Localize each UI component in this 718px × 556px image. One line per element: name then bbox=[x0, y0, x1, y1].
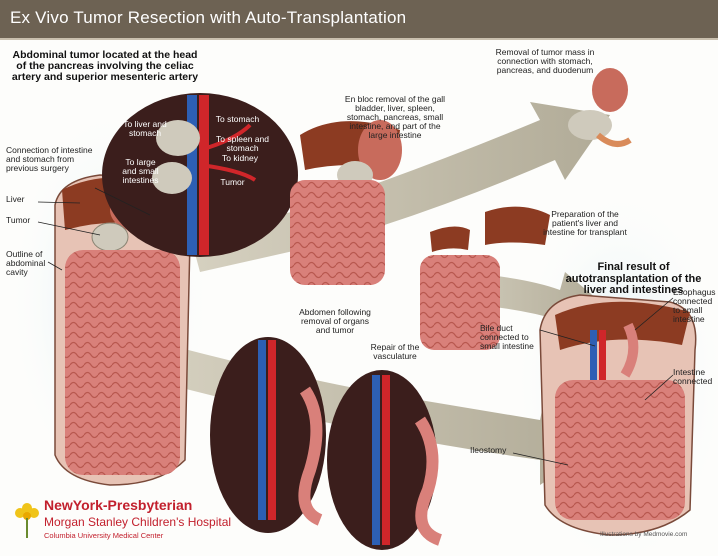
flower-icon bbox=[14, 500, 40, 540]
hospital-logo: NewYork-Presbyterian Morgan Stanley Chil… bbox=[14, 498, 244, 553]
removal-mass-label: Removal of tumor mass in connection with… bbox=[490, 48, 600, 75]
inset-label-liver-stomach: To liver and stomach bbox=[120, 120, 170, 138]
inset-label-intestines: To large and small intestines bbox=[118, 158, 163, 185]
logo-line-1: NewYork-Presbyterian bbox=[44, 498, 192, 513]
abdomen-following-label: Abdomen following removal of organs and … bbox=[295, 308, 375, 335]
logo-line-3: Columbia University Medical Center bbox=[44, 532, 163, 540]
inset-label-stomach: To stomach bbox=[215, 115, 260, 124]
title-bar: Ex Vivo Tumor Resection with Auto-Transp… bbox=[0, 0, 718, 40]
inset-label-spleen-stomach: To spleen and stomach bbox=[215, 135, 270, 153]
logo-line-2: Morgan Stanley Children's Hospital bbox=[44, 516, 231, 529]
tumor-label: Tumor bbox=[6, 216, 41, 225]
illustration-credit: Illustrations by Medmovie.com bbox=[600, 532, 715, 539]
inset-label-kidney: To kidney bbox=[215, 154, 265, 163]
illustration-canvas: Abdominal tumor located at the head of t… bbox=[0, 40, 718, 556]
en-bloc-label: En bloc removal of the gall bladder, liv… bbox=[340, 95, 450, 140]
vascular-repair bbox=[327, 370, 440, 550]
final-result-abdomen bbox=[540, 295, 696, 535]
esophagus-label: Esophagus connected to small intestine bbox=[673, 288, 717, 324]
inset-label-tumor: Tumor bbox=[215, 178, 250, 187]
repair-label: Repair of the vasculature bbox=[365, 343, 425, 361]
intestine-connected-label: Intestine connected bbox=[673, 368, 717, 386]
liver-label: Liver bbox=[6, 195, 41, 204]
page-title: Ex Vivo Tumor Resection with Auto-Transp… bbox=[10, 8, 406, 28]
ileostomy-label: Ileostomy bbox=[470, 446, 515, 455]
connection-label: Connection of intestine and stomach from… bbox=[6, 146, 106, 173]
removed-mass bbox=[568, 68, 630, 144]
bile-duct-label: Bile duct connected to small intestine bbox=[480, 324, 540, 351]
preparation-label: Preparation of the patient's liver and i… bbox=[540, 210, 630, 237]
outline-label: Outline of abdominal cavity bbox=[6, 250, 56, 277]
tumor-location-heading: Abdominal tumor located at the head of t… bbox=[10, 50, 200, 83]
